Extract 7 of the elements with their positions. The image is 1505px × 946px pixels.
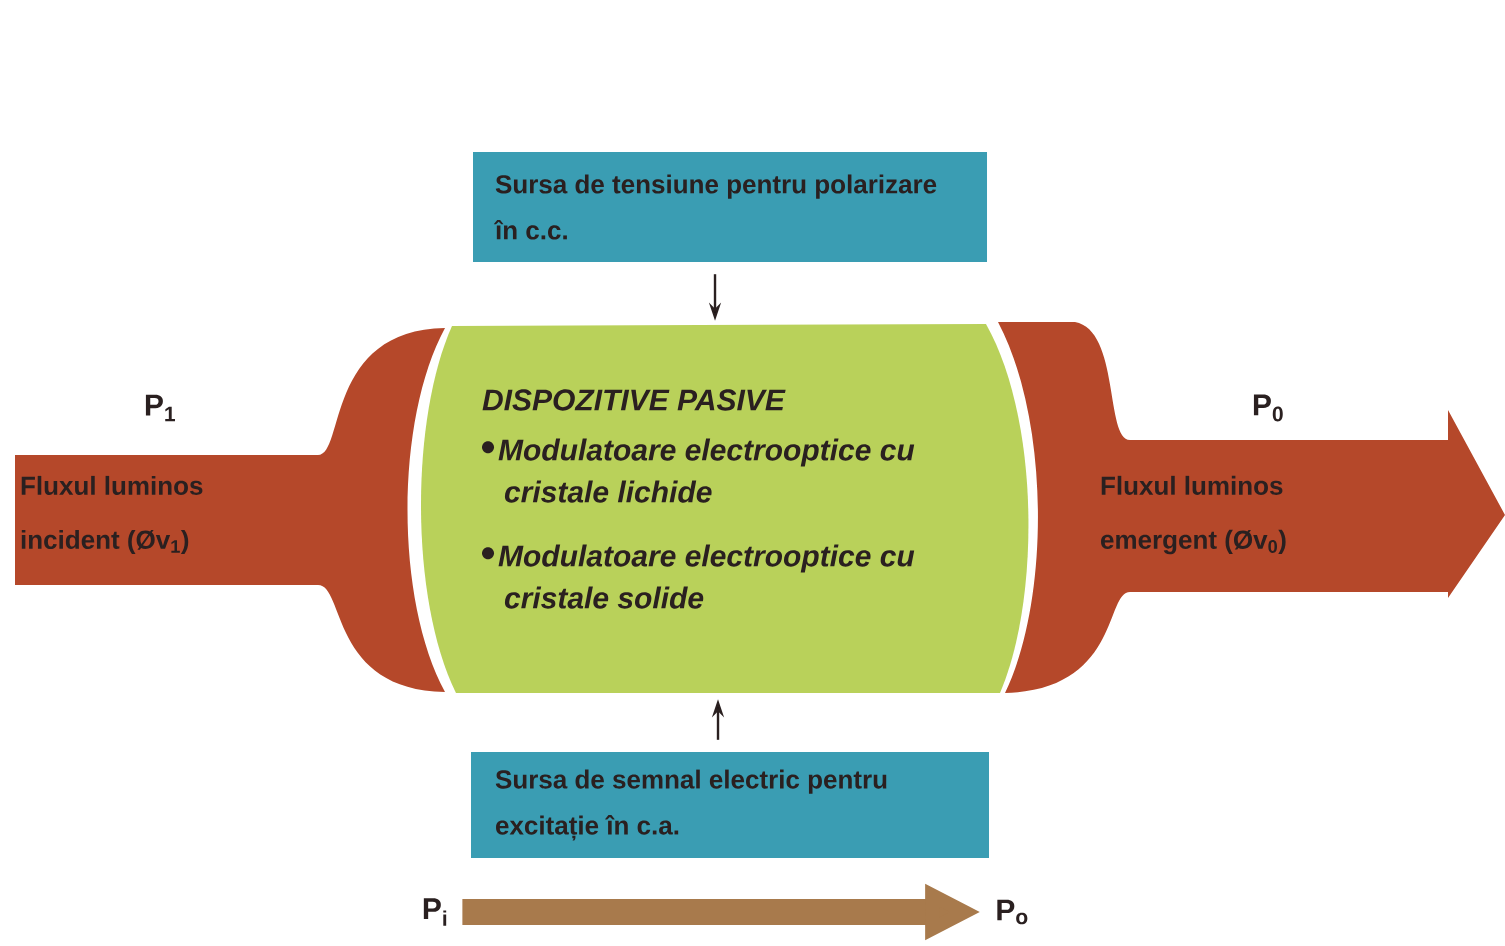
source-box: Sursa de semnal electric pentru excitație în c.a. (471, 752, 989, 858)
source-box: Sursa de tensiune pentru polarizare în c.c. (473, 152, 987, 262)
power-label: P$_{i}$ (423, 898, 447, 926)
power-label: P$_{1}$ (145, 394, 175, 422)
device-block: DISPOZITIVE PASIVE Modulatoare electrooptice cu cristale lichide Modulatoare electrooptice cu cristale solide (421, 324, 1029, 693)
power-label: P$_{o}$ (997, 899, 1028, 925)
power-label: P$_{0}$ (1253, 394, 1283, 422)
